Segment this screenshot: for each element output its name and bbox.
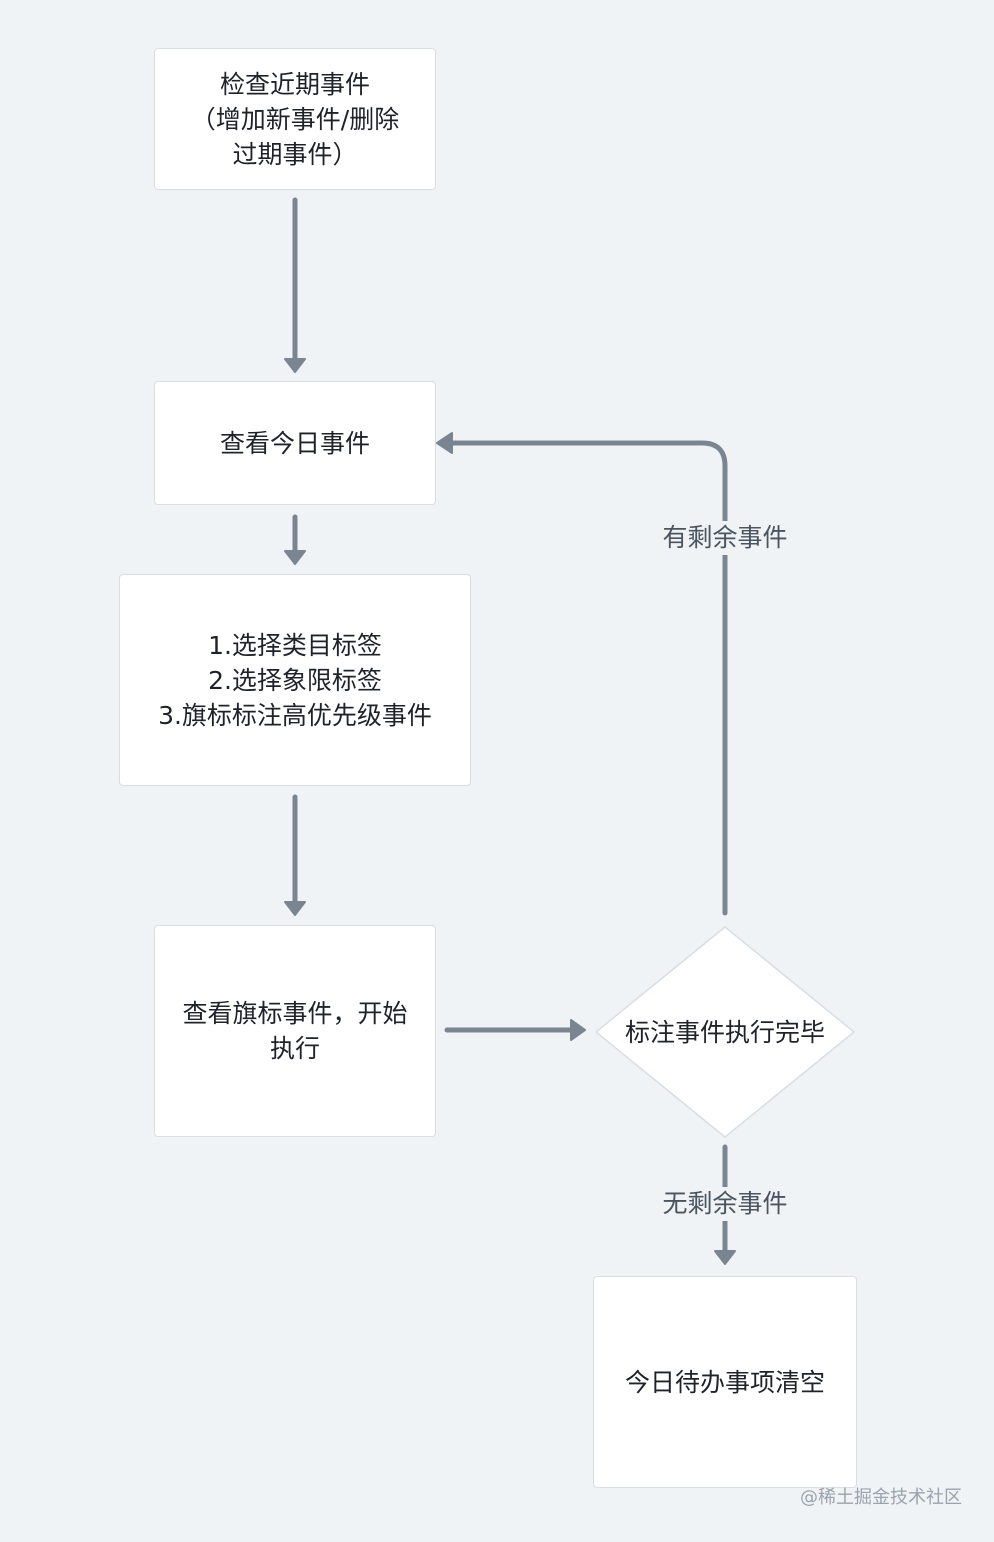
- node-tag-steps: 1.选择类目标签 2.选择象限标签 3.旗标标注高优先级事件: [119, 574, 471, 786]
- node-check-recent-events: 检查近期事件 （增加新事件/删除 过期事件）: [154, 48, 436, 190]
- arrowhead-to-done: [570, 1019, 586, 1041]
- decision-diamond: [594, 926, 856, 1138]
- arrowhead-to-view: [284, 358, 306, 373]
- arrowhead-to-tag: [284, 550, 306, 565]
- node-execute-flagged-events: 查看旗标事件，开始 执行: [154, 925, 436, 1137]
- watermark: @稀土掘金技术社区: [800, 1487, 962, 1508]
- arrowhead-to-clear: [714, 1250, 736, 1265]
- edge-label-has-remaining: 有剩余事件: [655, 521, 795, 555]
- edge-label-no-remaining: 无剩余事件: [655, 1187, 795, 1221]
- edge-done-to-view-loop: [449, 440, 728, 916]
- arrowhead-to-view-side: [436, 432, 453, 454]
- node-clear-today-todos: 今日待办事项清空: [593, 1276, 857, 1488]
- node-view-today-events: 查看今日事件: [154, 381, 436, 505]
- node-mark-events-done: 标注事件执行完毕: [624, 1017, 825, 1047]
- arrowhead-to-execute: [284, 901, 306, 916]
